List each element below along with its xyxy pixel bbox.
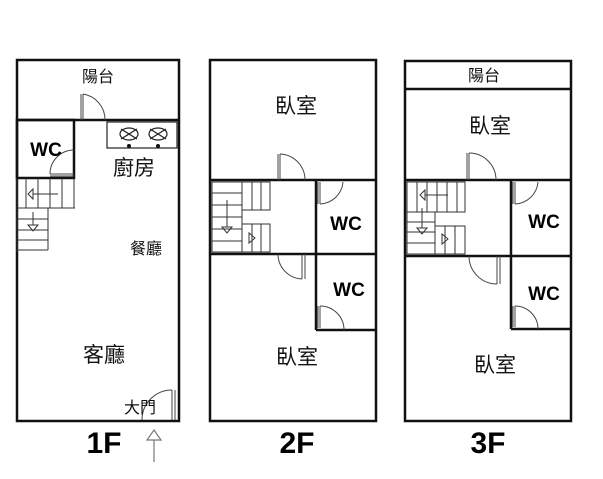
door-icon: [277, 253, 306, 280]
room-label-wc1-3f: WC: [528, 212, 560, 233]
stove-icon: [106, 121, 178, 149]
floor-label-1f: 1F: [86, 427, 121, 460]
floor-2f: 臥室 WC WC 臥室 2F: [208, 58, 378, 460]
floor-3f: 陽台 臥室 WC WC 臥室 3F: [403, 59, 573, 460]
door-icon: [49, 149, 75, 177]
floor-1f: 陽台 WC 廚房 餐廳 客廳 大門 1F: [15, 58, 181, 462]
room-label-wc-1f: WC: [30, 140, 62, 161]
door-icon: [512, 181, 539, 205]
door-icon: [80, 93, 106, 121]
stairs-icon: [16, 178, 75, 252]
room-label-bedroom-rear-3f: 臥室: [474, 353, 516, 377]
room-label-bedroom-front-2f: 臥室: [275, 94, 317, 118]
floor-label-3f: 3F: [470, 427, 505, 460]
door-icon: [317, 305, 345, 331]
stairs-icon: [211, 181, 271, 253]
wc-room-1f: [15, 118, 76, 180]
floor-label-2f: 2F: [279, 427, 314, 460]
room-label-wc1-2f: WC: [330, 214, 362, 235]
room-label-main-door: 大門: [124, 398, 156, 417]
room-label-bedroom-rear-2f: 臥室: [276, 345, 318, 369]
main-door-icon: [141, 389, 176, 421]
room-label-kitchen: 廚房: [113, 156, 155, 180]
room-label-wc2-3f: WC: [528, 284, 560, 305]
room-label-living: 客廳: [83, 343, 125, 367]
door-icon: [468, 255, 501, 285]
floor-2f-outline: [208, 58, 378, 423]
door-icon: [277, 153, 306, 181]
room-label-wc2-2f: WC: [333, 280, 365, 301]
door-icon: [466, 152, 497, 181]
arrow-up-icon: [145, 428, 163, 462]
room-label-dining: 餐廳: [130, 239, 162, 258]
room-label-bedroom-front-3f: 臥室: [469, 114, 511, 138]
room-label-balcony-3f: 陽台: [468, 66, 500, 85]
door-icon: [512, 305, 539, 330]
floor-3f-outline: [403, 59, 573, 423]
room-label-balcony-1f: 陽台: [82, 67, 114, 86]
stairs-icon: [406, 181, 466, 255]
door-icon: [317, 181, 344, 205]
